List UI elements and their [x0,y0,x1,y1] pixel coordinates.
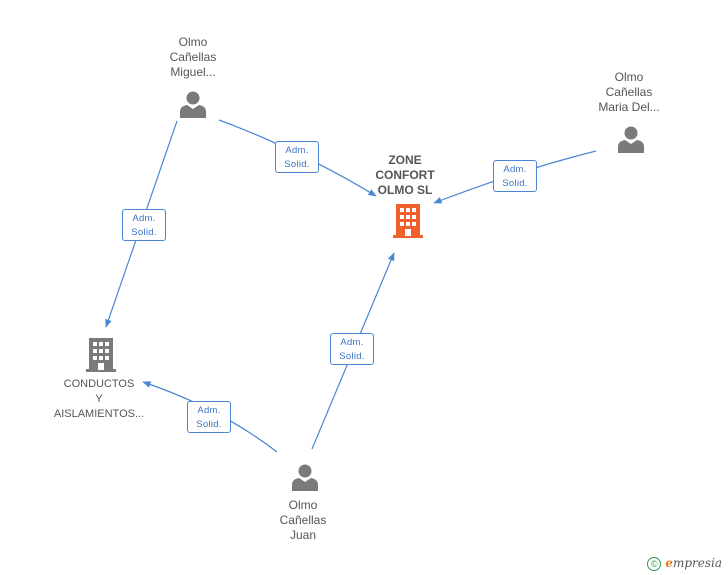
person-label-maria[interactable]: Olmo Cañellas Maria Del... [598,70,660,114]
edge-badge-juan-conductos[interactable]: Adm. Solid. [187,401,231,433]
person-label-miguel[interactable]: Olmo Cañellas Miguel... [169,35,217,79]
person-label-juan[interactable]: Olmo Cañellas Juan [279,498,327,542]
company-label-conductos[interactable]: CONDUCTOS Y AISLAMIENTOS... [53,378,145,420]
edge-badge-miguel-zone-confort[interactable]: Adm. Solid. [275,141,319,173]
building-icon[interactable] [85,337,117,373]
person-icon[interactable] [179,90,207,118]
person-icon[interactable] [617,125,645,153]
edge-badge-juan-zone-confort[interactable]: Adm. Solid. [330,333,374,365]
building-icon[interactable] [392,203,424,239]
person-icon[interactable] [291,463,319,491]
company-label-zone-confort[interactable]: ZONE CONFORT OLMO SL [375,153,435,197]
empresia-logo[interactable]: empresia [665,556,722,571]
edge-badge-miguel-conductos[interactable]: Adm. Solid. [122,209,166,241]
copyright-icon: © [647,557,662,571]
edge-badge-maria-zone-confort[interactable]: Adm. Solid. [493,160,537,192]
copyright-notice: ©empresia [647,556,722,571]
